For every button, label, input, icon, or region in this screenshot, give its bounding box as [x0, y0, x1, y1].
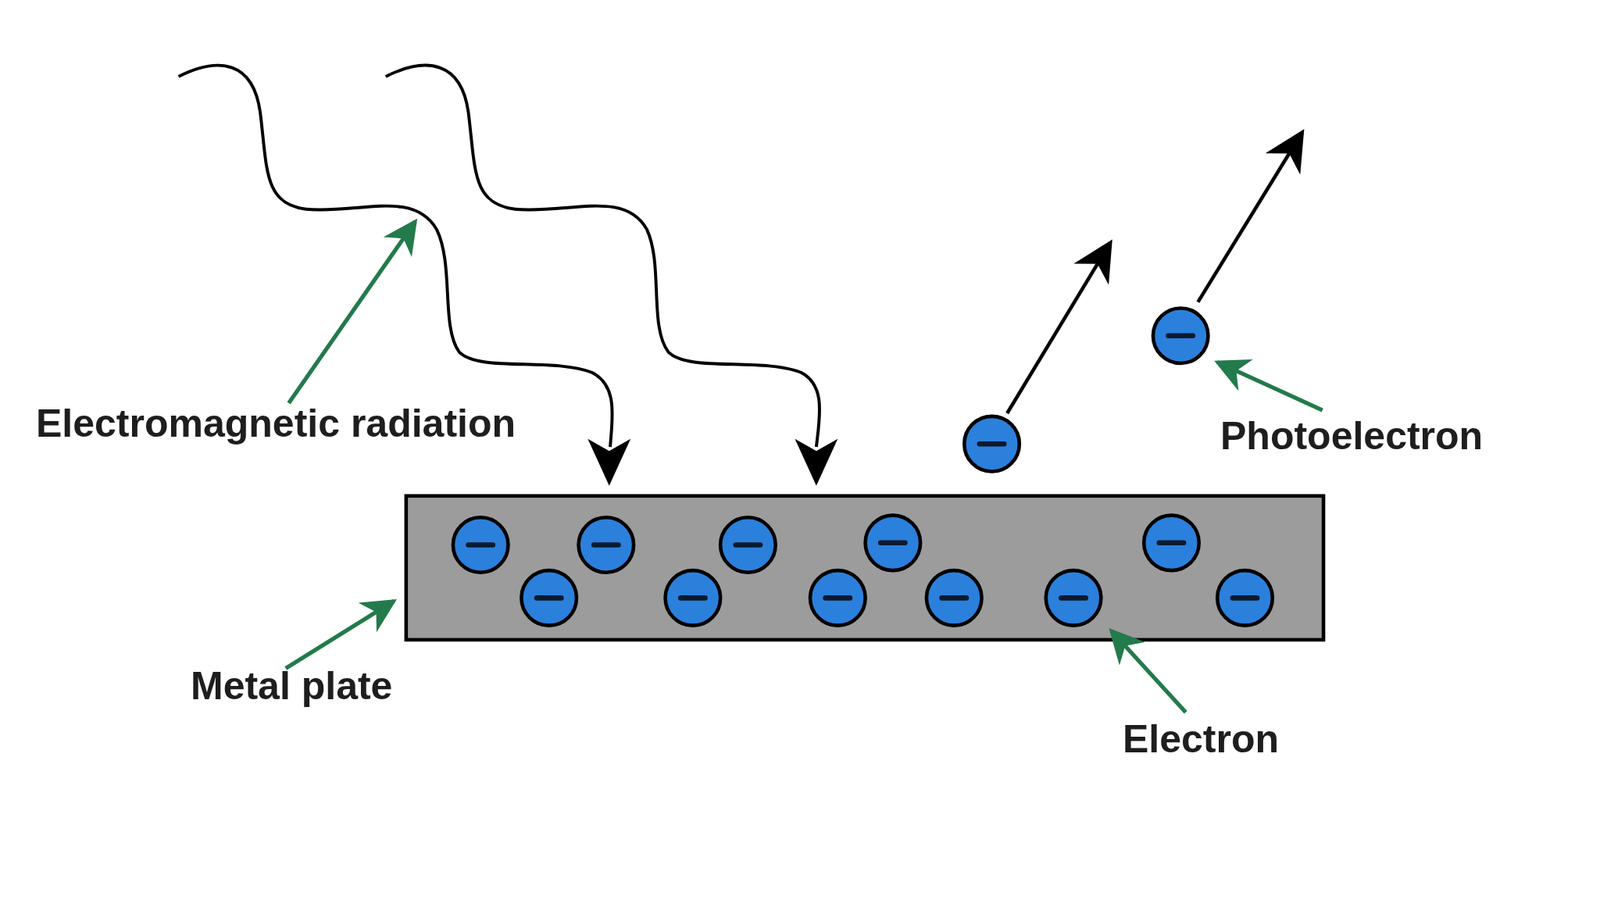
- minus-sign: [942, 595, 967, 601]
- electron-symbol: [1046, 570, 1102, 626]
- minus-sign: [1232, 595, 1258, 601]
- leader-arrow: [289, 221, 416, 403]
- electron-symbol: [720, 517, 776, 573]
- electron-circle: [1153, 307, 1209, 364]
- electron-symbol: [1217, 570, 1273, 626]
- electron-symbol: [1143, 515, 1200, 572]
- electron-circle: [665, 570, 722, 626]
- part-label: Photoelectron: [1220, 414, 1483, 458]
- leader-arrow: [285, 600, 394, 668]
- electron-circle: [1217, 570, 1273, 626]
- electron-circle: [578, 517, 635, 573]
- electron-circle: [964, 416, 1020, 472]
- arrow-head: [587, 439, 631, 486]
- minus-sign: [680, 595, 705, 601]
- electron-symbol: [810, 570, 866, 626]
- part-label: Electron: [1122, 717, 1279, 761]
- arrow-head: [794, 439, 838, 486]
- leader-arrow: [1110, 630, 1186, 712]
- minus-sign: [880, 540, 905, 547]
- electron-circle: [1046, 570, 1102, 626]
- electron-symbol: [865, 515, 922, 572]
- electron-circle: [810, 570, 866, 626]
- part-label: Electromagnetic radiation: [35, 402, 516, 446]
- radiation-wave: [178, 65, 613, 447]
- minus-sign: [593, 542, 618, 548]
- minus-sign: [536, 595, 561, 601]
- electron-circle: [1143, 515, 1200, 572]
- motion-arrow: [1197, 132, 1302, 303]
- minus-sign: [1168, 332, 1193, 339]
- radiation-wave: [385, 65, 820, 447]
- minus-sign: [979, 441, 1004, 447]
- electron-circle: [521, 570, 577, 626]
- part-label: Metal plate: [190, 664, 393, 708]
- leader-arrow: [1217, 362, 1323, 411]
- metal-plate: [406, 496, 1324, 640]
- electron-circle: [926, 570, 983, 626]
- minus-sign: [468, 542, 493, 548]
- electron-symbol: [521, 570, 577, 626]
- minus-sign: [1060, 595, 1086, 601]
- motion-arrow: [1007, 242, 1111, 414]
- minus-sign: [1159, 540, 1184, 547]
- electron-circle: [720, 517, 776, 573]
- electron-circle: [453, 517, 509, 573]
- electron-circle: [865, 515, 922, 572]
- electron-symbol: [926, 570, 983, 626]
- electron-symbol: [453, 517, 509, 573]
- minus-sign: [735, 542, 761, 548]
- electron-symbol: [1153, 307, 1209, 364]
- electron-symbol: [578, 517, 635, 573]
- electron-symbol: [964, 416, 1020, 472]
- electron-symbol: [665, 570, 722, 626]
- minus-sign: [825, 595, 850, 601]
